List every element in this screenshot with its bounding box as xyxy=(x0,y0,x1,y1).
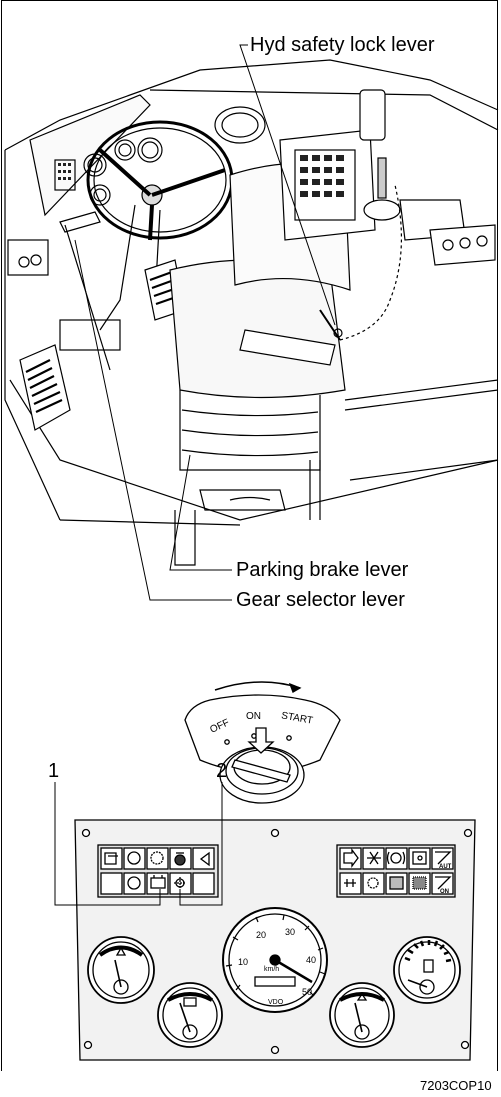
speedo-unit: km/h xyxy=(264,966,280,973)
speedo-tick-20: 20 xyxy=(256,930,267,940)
speedo-tick-10: 10 xyxy=(238,957,249,967)
callout-number-1: 1 xyxy=(48,760,60,782)
speedo-brand: VDO xyxy=(268,999,284,1006)
indicator-aut-label: AUT xyxy=(439,864,452,870)
speedo-tick-50: 50 xyxy=(302,987,313,997)
gear-selector-label: Gear selector lever xyxy=(236,589,405,611)
indicator-on-label: ON xyxy=(440,889,449,895)
callout-number-2: 2 xyxy=(216,760,228,782)
figure-code: 7203COP10 xyxy=(420,1078,492,1093)
speedo-tick-40: 40 xyxy=(306,955,317,965)
key-on-label: ON xyxy=(246,711,261,722)
hyd-safety-lock-label: Hyd safety lock lever xyxy=(250,34,435,56)
parking-brake-label: Parking brake lever xyxy=(236,559,409,581)
figure-frame xyxy=(1,0,498,1071)
speedo-tick-30: 30 xyxy=(285,927,296,937)
